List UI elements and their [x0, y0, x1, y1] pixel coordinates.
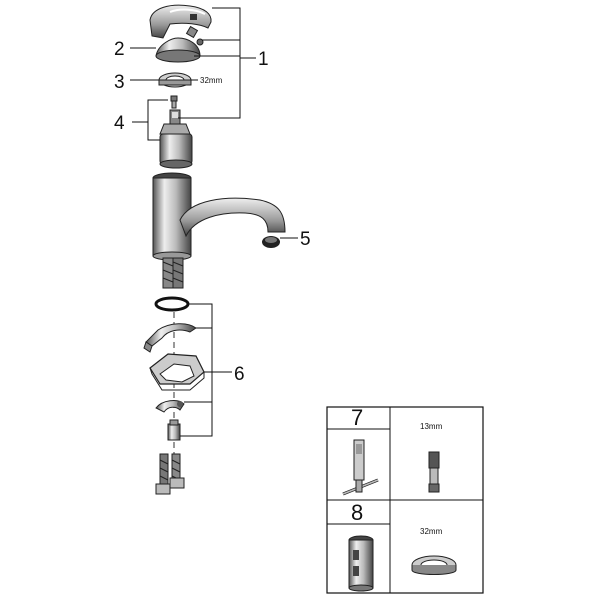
- cylinder-tool: [348, 535, 374, 592]
- tool-8-number: 8: [351, 500, 363, 525]
- tool-7-number: 7: [351, 405, 363, 430]
- callout-4: 4: [114, 113, 125, 134]
- half-washer-lower: [155, 400, 185, 413]
- o-ring: [154, 296, 190, 312]
- callout-6: 6: [234, 364, 245, 385]
- callout-2: 2: [114, 39, 125, 60]
- hose-connectors: [155, 453, 185, 495]
- supply-hoses: [162, 257, 184, 289]
- grub-screw: [185, 25, 204, 46]
- small-screw: [170, 95, 178, 109]
- aerator: [262, 236, 280, 248]
- tool-7-size: 13mm: [420, 422, 443, 431]
- tool-8-size: 32mm: [420, 527, 443, 536]
- half-washer-upper: [143, 323, 197, 353]
- nut-size-label: 32mm: [200, 76, 223, 85]
- tools-table: 7 8 13mm 32mm: [326, 405, 484, 594]
- leader-lines: [130, 7, 298, 437]
- cover-cap: [155, 37, 201, 63]
- threaded-stud: [167, 419, 181, 441]
- fixing-plate: [149, 353, 205, 391]
- t-key-tool: [342, 439, 379, 496]
- socket-13mm: [428, 451, 440, 493]
- cartridge-nut: [158, 72, 192, 88]
- callout-3: 3: [114, 72, 125, 93]
- lever-handle: [149, 4, 212, 39]
- callout-5: 5: [300, 229, 311, 250]
- cartridge: [159, 109, 193, 169]
- nut-32mm: [411, 555, 457, 575]
- callout-1: 1: [258, 49, 269, 70]
- faucet-body: [152, 172, 286, 261]
